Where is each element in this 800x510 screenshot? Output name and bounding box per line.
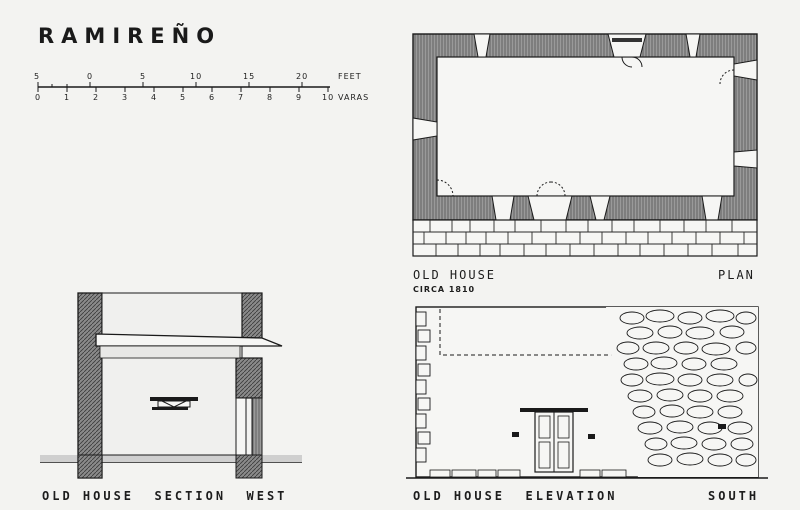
scale-varas-tick: 0 [35, 93, 42, 102]
scale-varas-tick: 2 [93, 93, 100, 102]
scale-feet-tick: 5 [140, 72, 147, 81]
scale-varas-tick: 3 [122, 93, 129, 102]
plan-date-label: CIRCA 1810 [413, 285, 476, 294]
section-caption: OLD HOUSE SECTION WEST [42, 489, 288, 503]
plan-caption: OLD HOUSE [413, 268, 497, 282]
scale-feet-tick: 20 [296, 72, 309, 81]
elevation-drawing [406, 306, 768, 479]
scale-varas-tick: 8 [267, 93, 274, 102]
scale-varas-tick: 9 [296, 93, 303, 102]
scale-feet-tick: 10 [190, 72, 203, 81]
elevation-caption: OLD HOUSE ELEVATION [413, 489, 618, 503]
drawing-title: RAMIREÑO [38, 24, 222, 48]
section-drawing [40, 292, 302, 479]
scale-varas-tick: 4 [151, 93, 158, 102]
plan-type-label: PLAN [718, 268, 755, 282]
scale-varas-tick: 5 [180, 93, 187, 102]
scale-feet-tick: 15 [243, 72, 256, 81]
scale-feet-tick: 5 [34, 72, 41, 81]
scale-varas-unit: VARAS [338, 93, 370, 102]
elevation-direction-label: SOUTH [708, 489, 760, 503]
scale-varas-tick: 7 [238, 93, 245, 102]
scale-varas-tick: 6 [209, 93, 216, 102]
floor-plan [412, 33, 758, 257]
scale-bar [37, 82, 330, 92]
scale-varas-tick: 1 [64, 93, 71, 102]
scale-varas-tick: 10 [322, 93, 335, 102]
scale-feet-tick: 0 [87, 72, 94, 81]
scale-feet-unit: FEET [338, 72, 362, 81]
